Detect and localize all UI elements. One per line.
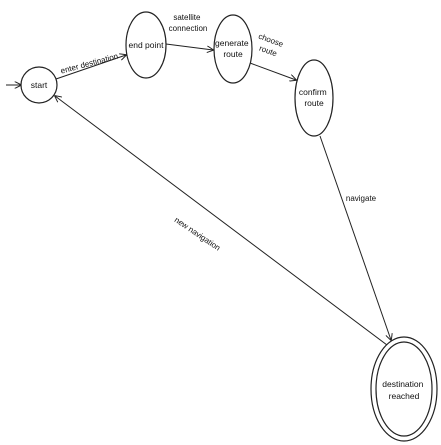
state-end-point: end point: [125, 11, 167, 79]
transition-generate-to-confirm: [249, 62, 296, 80]
state-label-generate-route: generate route: [215, 38, 251, 59]
state-label-confirm-route: confirm route: [299, 87, 329, 108]
transition-confirm-to-reached: [319, 135, 391, 340]
state-label-end-point: end point: [129, 40, 165, 50]
transition-label-navigate: navigate: [346, 194, 377, 203]
transition-start-to-endpoint: [55, 55, 126, 80]
transition-label-satellite-connection: satellite connection: [169, 13, 208, 33]
transition-label-enter-destination: enter destination: [60, 52, 119, 76]
state-generate-route: generate route: [213, 14, 253, 84]
transition-label-choose-route: choose route: [253, 32, 286, 60]
state-start: start: [20, 66, 58, 104]
state-destination-reached: destination reached: [370, 336, 438, 442]
state-label-start: start: [31, 80, 48, 90]
transition-endpoint-to-generate: [165, 43, 213, 50]
transition-reached-to-start: [55, 96, 392, 349]
transition-label-new-navigation: new navigation: [173, 215, 222, 252]
state-confirm-route: confirm route: [294, 59, 334, 137]
state-label-destination-reached: destination reached: [382, 379, 426, 401]
